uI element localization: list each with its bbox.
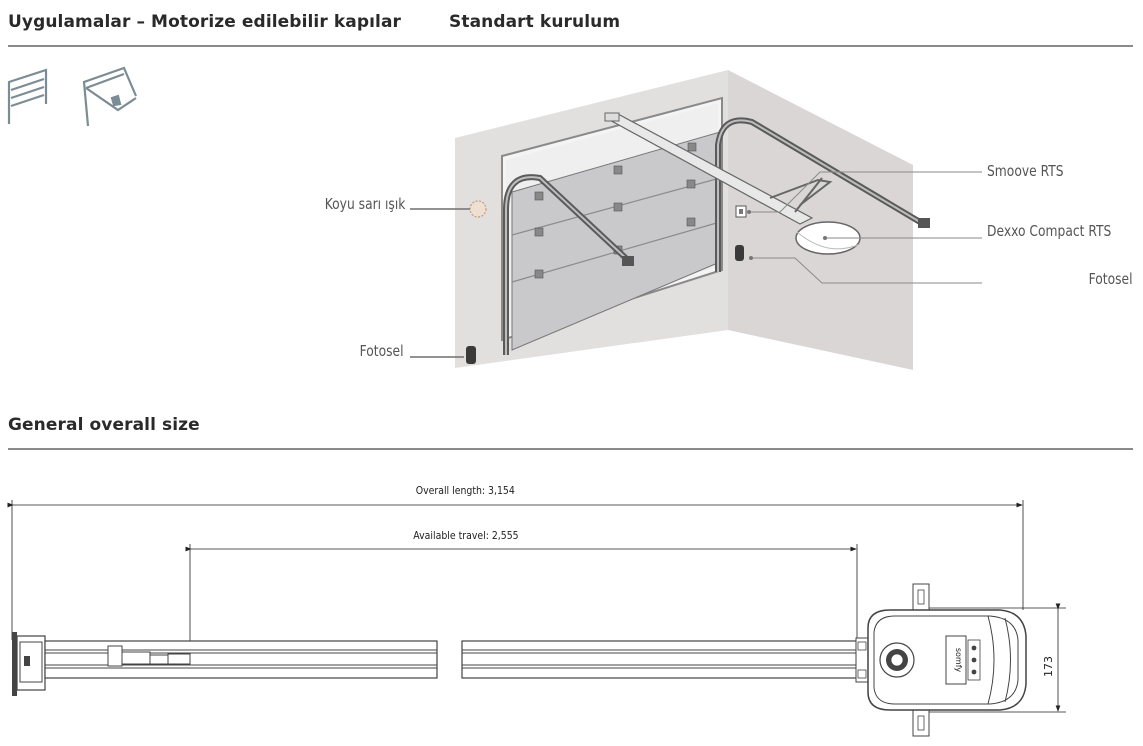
height-label: 173: [1042, 656, 1055, 677]
header-divider: [8, 45, 1133, 47]
applications-title: Uygulamalar – Motorize edilebilir kapıla…: [8, 12, 402, 32]
label-orange-light: Koyu sarı ışık: [324, 195, 405, 213]
door-type-icons: [7, 66, 138, 127]
available-travel-label: Available travel: 2,555: [413, 529, 519, 542]
svg-text:somfy: somfy: [954, 648, 963, 673]
up-and-over-door-icon: [82, 66, 138, 127]
side-wall: [728, 70, 913, 370]
rail-segment-left: [44, 640, 438, 679]
label-photocell-left: Fotosel: [360, 342, 404, 360]
photocell-front: [466, 346, 476, 364]
size-section-title: General overall size: [8, 415, 200, 435]
label-dexxo: Dexxo Compact RTS: [987, 222, 1112, 240]
installation-title: Standart kurulum: [449, 12, 621, 32]
photocell-side: [735, 245, 744, 261]
size-divider: [8, 448, 1133, 450]
installation-illustration: [410, 70, 982, 370]
sectional-door-icon: [7, 68, 48, 124]
motor-unit-topview: somfy: [867, 583, 1027, 737]
label-photocell-right: Fotosel: [1089, 270, 1133, 288]
overall-length-label: Overall length: 3,154: [415, 484, 515, 497]
label-smoove: Smoove RTS: [987, 162, 1064, 180]
rail-segment-right: [461, 640, 861, 679]
